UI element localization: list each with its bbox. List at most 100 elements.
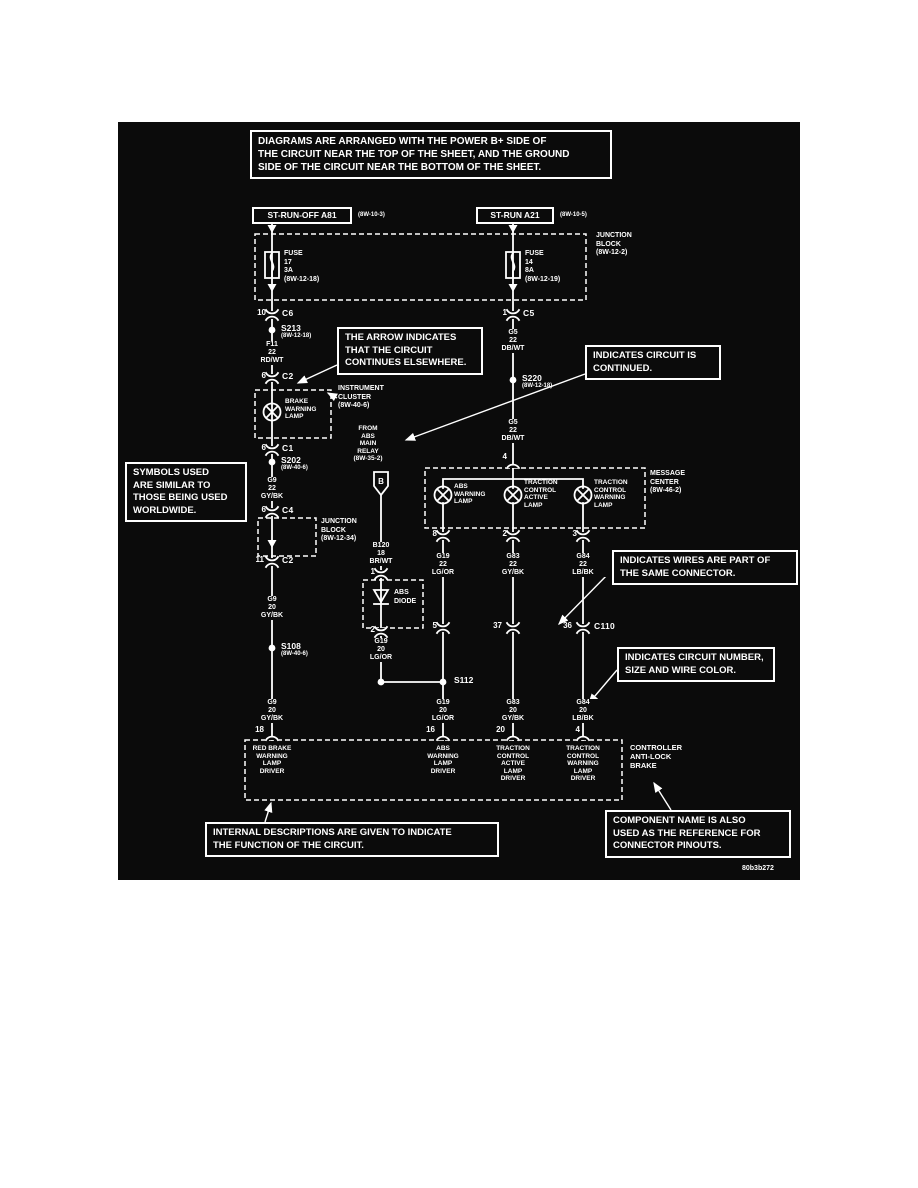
source-left-ref: (8W-10-3) bbox=[358, 212, 385, 218]
circuit-continues-arrow: B bbox=[373, 471, 389, 497]
wire-label-g9-22: G9 22 GY/BK bbox=[242, 477, 302, 501]
tc-warning-lamp-icon bbox=[573, 485, 593, 505]
connector-label-c2a: C2 bbox=[282, 371, 294, 381]
pin-label-5: 5 bbox=[432, 621, 437, 630]
connector-ctrl-16-icon bbox=[435, 735, 451, 741]
connector-c2b-icon bbox=[264, 556, 280, 568]
connector-c1-icon bbox=[264, 444, 280, 456]
abs-diode-box bbox=[362, 579, 424, 629]
junction-block-2-box bbox=[257, 517, 317, 557]
pin-label-8: 8 bbox=[432, 529, 437, 538]
splice-s213-icon bbox=[268, 326, 276, 334]
wire-label-g5a: G5 22 DB/WT bbox=[483, 329, 543, 353]
connector-mc-pin2-icon bbox=[505, 530, 521, 542]
leader-instrument-cluster bbox=[326, 392, 338, 402]
connector-label-c1: C1 bbox=[282, 443, 294, 453]
leader-same-connector bbox=[558, 569, 613, 625]
pin-label-6a: 6 bbox=[261, 371, 266, 380]
controller-anti-lock-brake-label: CONTROLLER ANTI-LOCK BRAKE bbox=[630, 743, 683, 770]
wire-label-g9-20b: G9 20 GY/BK bbox=[242, 699, 302, 723]
splice-dots bbox=[268, 326, 517, 686]
pin-label-20: 20 bbox=[496, 725, 505, 734]
connector-c110-pin37-icon bbox=[505, 622, 521, 634]
instrument-cluster-box bbox=[254, 389, 332, 439]
connector-label-c6: C6 bbox=[282, 308, 294, 318]
junction-block-2-label: JUNCTION BLOCK (8W-12-34) bbox=[321, 518, 357, 542]
wire-label-f11: F11 22 RD/WT bbox=[242, 341, 302, 365]
connector-c4-icon bbox=[264, 506, 280, 518]
source-right-ref: (8W-10-5) bbox=[560, 212, 587, 218]
source-st-run-off-a81: ST-RUN-OFF A81 bbox=[252, 207, 352, 224]
pin-label-diode-1: 1 bbox=[370, 567, 375, 576]
pin-label-10: 10 bbox=[257, 308, 266, 317]
pin-label-11: 11 bbox=[255, 555, 264, 564]
splice-ref-s108: (8W-40-6) bbox=[281, 651, 308, 657]
pin-label-16: 16 bbox=[426, 725, 435, 734]
controller-box bbox=[244, 739, 623, 801]
callout-circuit-number: INDICATES CIRCUIT NUMBER, SIZE AND WIRE … bbox=[617, 647, 775, 682]
splice-ref-s202: (8W-40-6) bbox=[281, 465, 308, 471]
down-arrow-icon bbox=[267, 284, 277, 292]
wire-label-g84-lower: G84 20 LB/BK bbox=[553, 699, 613, 723]
diode-icon bbox=[372, 589, 390, 605]
callout-diagram-arrangement: DIAGRAMS ARE ARRANGED WITH THE POWER B+ … bbox=[250, 130, 612, 179]
tc-warning-lamp-label: TRACTION CONTROL WARNING LAMP bbox=[594, 479, 628, 509]
connector-c110-pin36-icon bbox=[575, 622, 591, 634]
pin-label-1: 1 bbox=[502, 308, 507, 317]
wire-label-b120: B120 18 BR/WT bbox=[351, 542, 411, 566]
pin-label-4b: 4 bbox=[575, 725, 580, 734]
callout-symbols-worldwide: SYMBOLS USED ARE SIMILAR TO THOSE BEING … bbox=[125, 462, 247, 522]
splice-ref-s220: (8W-12-18) bbox=[522, 383, 553, 389]
splice-label-s213: S213 bbox=[281, 323, 301, 333]
junction-block-1-box bbox=[254, 233, 587, 301]
from-abs-main-relay-label: FROM ABS MAIN RELAY (8W-35-2) bbox=[353, 425, 383, 462]
pin-label-37: 37 bbox=[493, 621, 502, 630]
down-arrow-icon bbox=[267, 225, 277, 233]
wire-message-center-bus bbox=[442, 467, 584, 489]
connector-c2a-icon bbox=[264, 372, 280, 384]
connector-diode-in-icon bbox=[373, 568, 389, 580]
connector-diode-out-icon bbox=[373, 626, 389, 638]
leader-circuit-continued bbox=[404, 373, 586, 441]
continue-arrow-tag: B bbox=[378, 477, 384, 486]
wiring-diagram-panel: B ST-RUN-OFF A81 (8W-10-3) ST-RUN A21 (8… bbox=[118, 122, 800, 880]
instrument-cluster-label: INSTRUMENT CLUSTER (8W-40-6) bbox=[338, 385, 384, 409]
tc-active-lamp-label: TRACTION CONTROL ACTIVE LAMP bbox=[524, 479, 558, 509]
pin-label-36: 36 bbox=[563, 621, 572, 630]
wire-label-g19-lower: G19 20 LG/OR bbox=[413, 699, 473, 723]
callout-internal-descriptions: INTERNAL DESCRIPTIONS ARE GIVEN TO INDIC… bbox=[205, 822, 499, 857]
fuse-14-label: FUSE 14 8A (8W-12-19) bbox=[525, 250, 561, 283]
splice-ref-s213: (8W-12-18) bbox=[281, 333, 312, 339]
leader-internal-descriptions bbox=[264, 801, 273, 823]
wire-label-g9-20a: G9 20 GY/BK bbox=[242, 596, 302, 620]
source-st-run-a21: ST-RUN A21 bbox=[476, 207, 554, 224]
wire-label-g83-upper: G83 22 GY/BK bbox=[483, 553, 543, 577]
leader-component-name bbox=[653, 781, 672, 811]
leader-arrow-elsewhere bbox=[296, 364, 338, 384]
splice-diode-branch-icon bbox=[377, 678, 385, 686]
pin-label-6c: 6 bbox=[261, 505, 266, 514]
abs-warning-lamp-label: ABS WARNING LAMP bbox=[454, 483, 486, 505]
connector-mc-pin8-icon bbox=[435, 530, 451, 542]
connector-mc-pin3-icon bbox=[575, 530, 591, 542]
down-arrow-icon bbox=[508, 284, 518, 292]
callout-component-name: COMPONENT NAME IS ALSO USED AS THE REFER… bbox=[605, 810, 791, 858]
connector-ctrl-20-icon bbox=[505, 735, 521, 741]
splice-label-s112: S112 bbox=[454, 675, 474, 685]
connector-label-c110: C110 bbox=[594, 621, 616, 631]
connector-c110-pin5-icon bbox=[435, 622, 451, 634]
splice-label-s108: S108 bbox=[281, 641, 301, 651]
connector-label-c4: C4 bbox=[282, 505, 294, 515]
splice-label-s220: S220 bbox=[522, 373, 542, 383]
callout-circuit-continued: INDICATES CIRCUIT IS CONTINUED. bbox=[585, 345, 721, 380]
message-center-label: MESSAGE CENTER (8W-46-2) bbox=[650, 470, 686, 494]
tc-active-lamp-icon bbox=[503, 485, 523, 505]
splice-s112-icon bbox=[439, 678, 447, 686]
brake-warning-lamp-label: BRAKE WARNING LAMP bbox=[285, 398, 317, 420]
connector-c6-icon bbox=[264, 309, 280, 321]
connector-ctrl-18-icon bbox=[264, 735, 280, 741]
abs-warning-lamp-icon bbox=[433, 485, 453, 505]
leader-arrows bbox=[264, 364, 672, 823]
pin-label-6b: 6 bbox=[261, 443, 266, 452]
splice-s202-icon bbox=[268, 458, 276, 466]
